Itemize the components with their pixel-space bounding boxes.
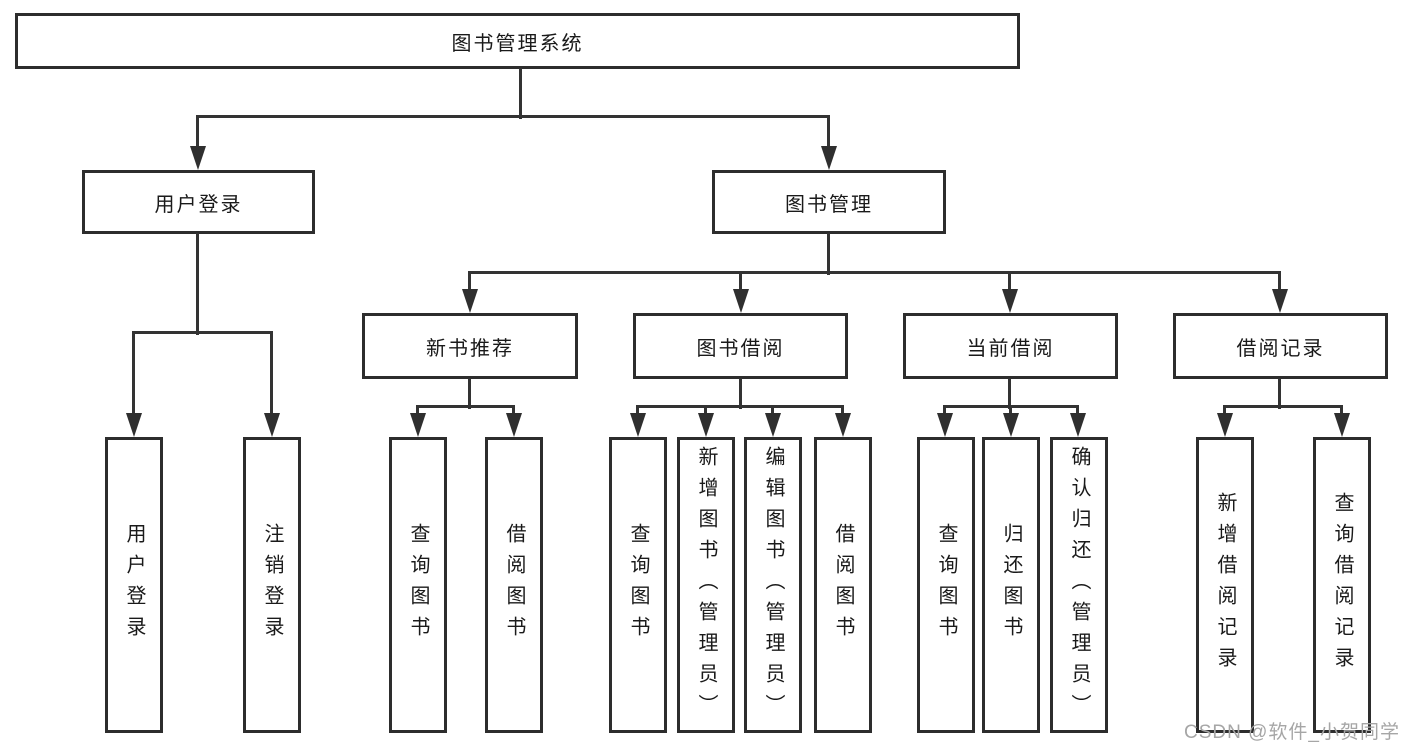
connector-line — [468, 378, 471, 409]
node-label: 新增借阅记录 — [1214, 492, 1236, 678]
connector-line — [827, 117, 830, 150]
node-library-system: 图书管理系统 — [15, 13, 1020, 69]
connector-line — [739, 273, 742, 293]
connector-line — [943, 405, 1079, 408]
arrowhead-down-icon — [410, 413, 426, 437]
leaf-add-book-admin: 新增图书（管理员） — [677, 437, 735, 733]
connector-line — [196, 233, 199, 335]
node-label: 用户登录 — [123, 523, 145, 647]
node-label: 新增图书（管理员） — [695, 445, 717, 725]
connector-line — [1223, 405, 1343, 408]
connector-line — [132, 331, 273, 334]
arrowhead-down-icon — [126, 413, 142, 437]
connector-line — [1009, 407, 1012, 417]
arrowhead-down-icon — [821, 146, 837, 170]
arrowhead-down-icon — [733, 289, 749, 313]
leaf-edit-book-admin: 编辑图书（管理员） — [744, 437, 802, 733]
node-borrowing-records: 借阅记录 — [1173, 313, 1388, 379]
node-label: 图书管理 — [785, 193, 873, 216]
node-label: 查询图书 — [935, 523, 957, 647]
connector-line — [1008, 273, 1011, 293]
node-label: 编辑图书（管理员） — [762, 445, 784, 725]
connector-line — [739, 378, 742, 409]
leaf-query-books-current: 查询图书 — [917, 437, 975, 733]
connector-line — [636, 405, 844, 408]
node-label: 查询图书 — [627, 523, 649, 647]
connector-line — [1340, 407, 1343, 417]
leaf-add-borrow-record: 新增借阅记录 — [1196, 437, 1254, 733]
connector-line — [512, 407, 515, 417]
connector-line — [841, 407, 844, 417]
leaf-borrow-books: 借阅图书 — [814, 437, 872, 733]
connector-line — [704, 407, 707, 417]
node-label: 归还图书 — [1000, 523, 1022, 647]
node-label: 查询借阅记录 — [1331, 492, 1353, 678]
arrowhead-down-icon — [765, 413, 781, 437]
leaf-confirm-return-admin: 确认归还（管理员） — [1050, 437, 1108, 733]
connector-line — [1076, 407, 1079, 417]
node-current-borrowing: 当前借阅 — [903, 313, 1118, 379]
connector-line — [270, 333, 273, 417]
node-label: 借阅记录 — [1236, 337, 1325, 360]
connector-line — [519, 68, 522, 119]
arrowhead-down-icon — [1003, 413, 1019, 437]
arrowhead-down-icon — [462, 289, 478, 313]
connector-line — [468, 273, 471, 293]
connector-line — [771, 407, 774, 417]
arrowhead-down-icon — [937, 413, 953, 437]
node-user-login: 用户登录 — [82, 170, 315, 234]
connector-line — [943, 407, 946, 417]
node-label: 注销登录 — [261, 523, 283, 647]
leaf-borrow-books-recommend: 借阅图书 — [485, 437, 543, 733]
arrowhead-down-icon — [1002, 289, 1018, 313]
leaf-query-books-borrowing: 查询图书 — [609, 437, 667, 733]
connector-line — [827, 233, 830, 275]
node-label: 图书借阅 — [696, 337, 785, 360]
arrowhead-down-icon — [1272, 289, 1288, 313]
arrowhead-down-icon — [630, 413, 646, 437]
node-label: 确认归还（管理员） — [1068, 445, 1090, 725]
connector-line — [132, 333, 135, 417]
node-label: 图书管理系统 — [451, 32, 584, 55]
node-label: 用户登录 — [154, 193, 243, 216]
node-book-management: 图书管理 — [712, 170, 946, 234]
leaf-logout: 注销登录 — [243, 437, 301, 733]
connector-line — [416, 407, 419, 417]
leaf-query-books-recommend: 查询图书 — [389, 437, 447, 733]
connector-line — [196, 117, 199, 150]
arrowhead-down-icon — [835, 413, 851, 437]
node-label: 当前借阅 — [966, 337, 1055, 360]
connector-line — [636, 407, 639, 417]
node-book-borrowing: 图书借阅 — [633, 313, 848, 379]
node-label: 借阅图书 — [503, 523, 525, 647]
arrowhead-down-icon — [506, 413, 522, 437]
watermark: CSDN @软件_小贺同学 — [1184, 722, 1400, 743]
arrowhead-down-icon — [190, 146, 206, 170]
connector-line — [468, 271, 1281, 274]
arrowhead-down-icon — [1070, 413, 1086, 437]
connector-line — [416, 405, 515, 408]
connector-line — [1223, 407, 1226, 417]
arrowhead-down-icon — [1334, 413, 1350, 437]
connector-line — [196, 115, 830, 118]
leaf-user-login: 用户登录 — [105, 437, 163, 733]
arrowhead-down-icon — [264, 413, 280, 437]
connector-line — [1278, 273, 1281, 293]
node-new-book-recommend: 新书推荐 — [362, 313, 578, 379]
node-label: 新书推荐 — [426, 337, 514, 360]
connector-line — [1008, 378, 1011, 409]
leaf-query-borrow-record: 查询借阅记录 — [1313, 437, 1371, 733]
node-label: 查询图书 — [407, 523, 429, 647]
connector-line — [1278, 378, 1281, 409]
node-label: 借阅图书 — [832, 523, 854, 647]
arrowhead-down-icon — [1217, 413, 1233, 437]
arrowhead-down-icon — [698, 413, 714, 437]
leaf-return-book: 归还图书 — [982, 437, 1040, 733]
